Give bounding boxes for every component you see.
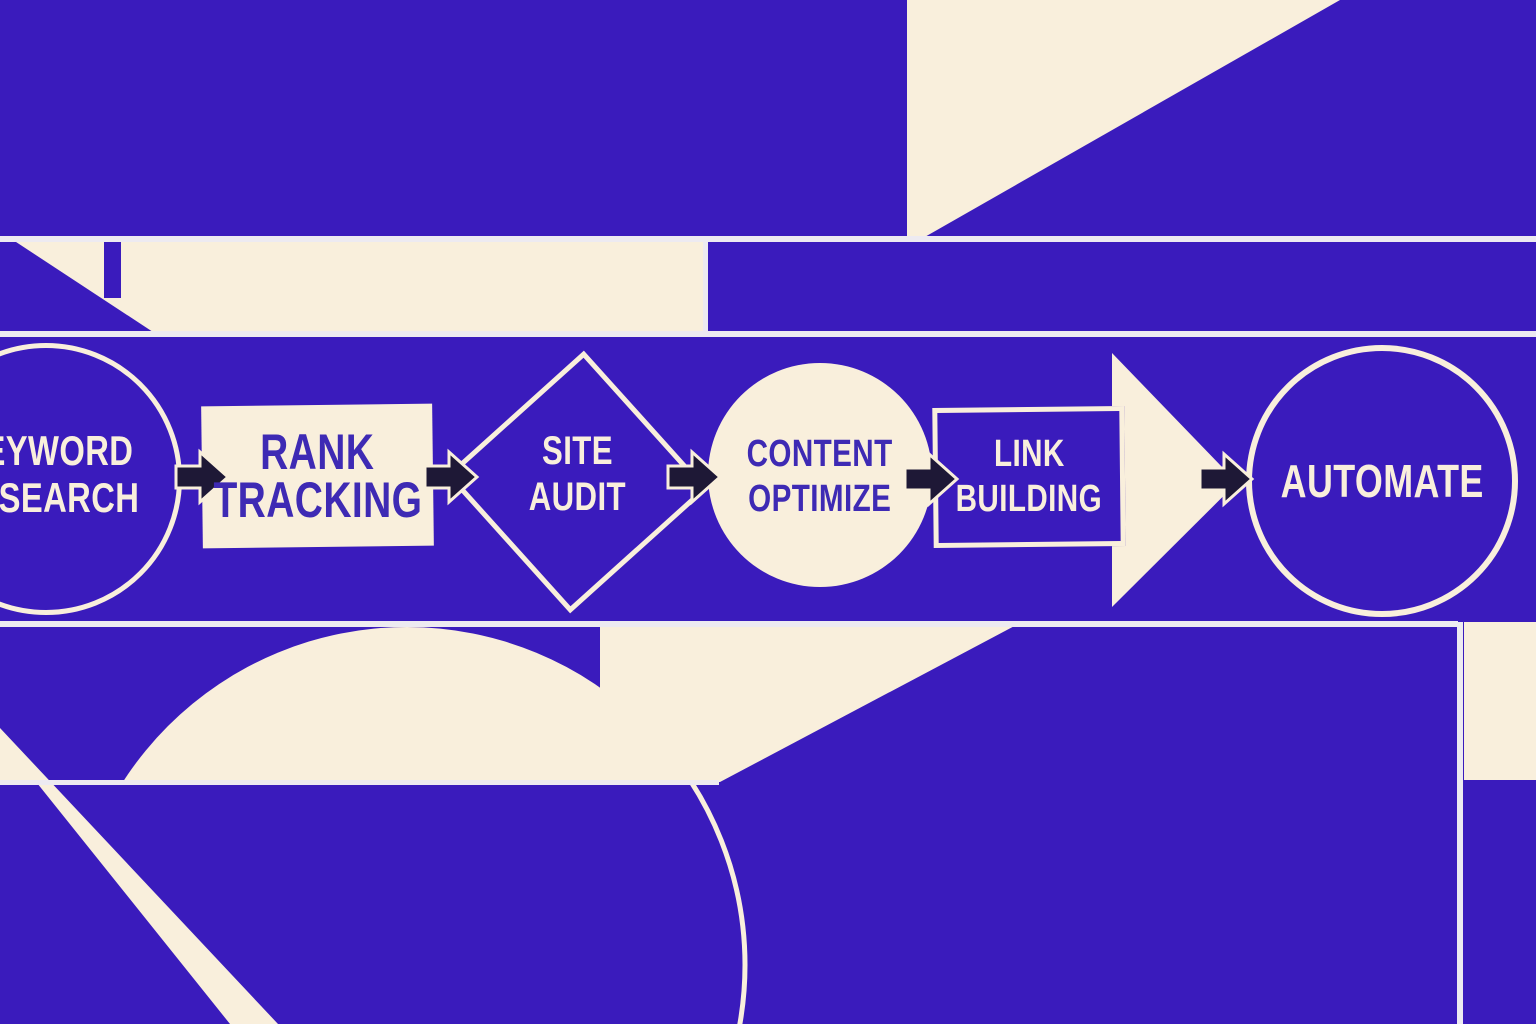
bg-rule-mid <box>0 331 1536 337</box>
bg-lower-cream-panel <box>600 622 1022 782</box>
bg-rule-seam <box>703 236 708 336</box>
node-content-optimize <box>708 363 932 587</box>
bg-rule-vertical-right <box>1457 622 1463 1024</box>
bg-dome-ring <box>688 782 748 1024</box>
flow-arrow-icon <box>423 448 480 506</box>
bg-upper-band-bar <box>104 240 121 298</box>
flow-arrow-icon <box>174 448 231 506</box>
bg-rule-top <box>0 236 1536 242</box>
bg-rule-lower <box>0 621 1458 627</box>
flow-arrow-icon <box>903 450 960 508</box>
bg-top-wedge <box>907 0 1340 238</box>
bg-diagonal-stripe <box>0 728 278 1024</box>
bg-right-cream-block <box>1464 622 1536 780</box>
flow-arrow-icon <box>1198 450 1255 508</box>
bg-dome <box>122 627 692 782</box>
flow-arrow-icon <box>666 448 723 506</box>
bg-upper-band-triangle <box>0 240 156 334</box>
bg-rule-dome-base <box>0 780 719 785</box>
